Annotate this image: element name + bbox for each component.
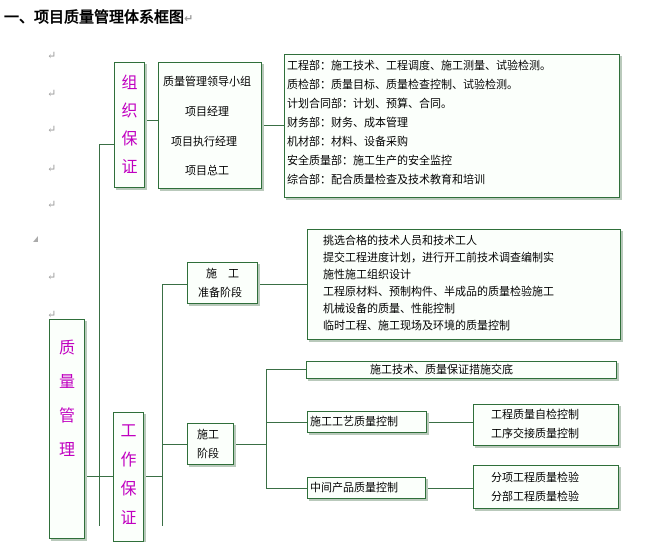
paragraph-mark: ↵	[47, 49, 57, 62]
preparation-items-box	[307, 229, 621, 340]
prep-item: 机械设备的质量、性能控制	[323, 302, 455, 315]
connector-line	[162, 284, 163, 526]
org-char: 组	[121, 73, 138, 92]
leadership-line: 质量管理领导小组	[163, 75, 251, 88]
connector-line	[144, 476, 162, 477]
prep-item: 挑选合格的技术人员和技术工人	[323, 234, 477, 247]
department-item: 财务部：财务、成本管理	[287, 116, 408, 129]
connector-line	[258, 284, 307, 285]
process-items-box: 工程质量自检控制 工序交接质量控制	[473, 404, 619, 446]
process-item: 工程质量自检控制	[491, 408, 579, 421]
process-control-box: 施工工艺质量控制	[307, 411, 427, 433]
connector-line	[145, 120, 158, 121]
paragraph-mark: ↵	[47, 162, 57, 175]
paragraph-mark: ↵	[47, 123, 57, 136]
connector-line	[99, 144, 115, 145]
prep-item: 工程原材料、预制构件、半成品的质量检验施工	[323, 285, 554, 298]
construction-stage-box: 施工 阶段	[187, 423, 234, 465]
work-char: 保	[120, 479, 137, 498]
org-char: 证	[121, 157, 138, 176]
org-char: 织	[121, 101, 138, 120]
prep-item: 提交工程进度计划，进行开工前技术调查编制实	[323, 251, 554, 264]
department-item: 安全质量部：施工生产的安全监控	[287, 154, 452, 167]
main-char: 质	[58, 338, 75, 357]
intermediate-items-box: 分项工程质量检验 分部工程质量检验	[473, 465, 619, 509]
department-item: 工程部：施工技术、工程调度、施工测量、试验检测。	[287, 59, 551, 72]
paragraph-mark: ↵	[47, 87, 57, 100]
connector-line	[266, 369, 267, 489]
quality-management-box: 质 量 管 理	[49, 319, 85, 539]
connector-line	[426, 488, 473, 489]
connector-line	[266, 369, 306, 370]
collapse-triangle-icon	[33, 236, 38, 242]
department-item: 计划合同部：计划、预算、合同。	[287, 97, 452, 110]
paragraph-mark: ↵	[47, 270, 57, 283]
department-item: 综合部：配合质量检查及技术教育和培训	[287, 173, 485, 186]
preparation-stage-box: 施 工 准备阶段	[187, 262, 258, 304]
leadership-line: 项目经理	[185, 105, 229, 118]
page-title: 一、项目质量管理体系框图↵	[4, 8, 194, 26]
connector-line	[162, 444, 187, 445]
tech-disclosure-box: 施工技术、质量保证措施交底	[306, 361, 617, 379]
intermediate-item: 分部工程质量检验	[491, 490, 579, 503]
process-item: 工序交接质量控制	[491, 427, 579, 440]
prep-item: 施性施工组织设计	[323, 268, 411, 281]
connector-line	[262, 125, 286, 126]
department-item: 机材部：材料、设备采购	[287, 135, 408, 148]
connector-line	[234, 444, 266, 445]
intermediate-item: 分项工程质量检验	[491, 471, 579, 484]
work-char: 作	[120, 450, 137, 469]
leadership-line: 项目总工	[185, 164, 229, 177]
organization-guarantee-box: 组 织 保 证	[114, 62, 145, 188]
paragraph-mark: ↵	[47, 308, 57, 321]
department-item: 质检部：质量目标、质量检查控制、试验检测。	[287, 78, 518, 91]
work-guarantee-box: 工 作 保 证	[113, 412, 144, 542]
main-char: 理	[58, 440, 75, 459]
connector-line	[162, 284, 187, 285]
work-char: 工	[120, 421, 137, 440]
connector-line	[84, 476, 99, 477]
main-char: 量	[58, 372, 75, 391]
connector-line	[266, 488, 307, 489]
intermediate-control-box: 中间产品质量控制	[307, 477, 426, 499]
leadership-group-box: 质量管理领导小组 项目经理 项目执行经理 项目总工	[158, 62, 262, 189]
connector-line	[99, 476, 113, 477]
paragraph-mark: ↵	[47, 198, 57, 211]
departments-box	[284, 54, 620, 198]
connector-line	[266, 422, 307, 423]
main-char: 管	[58, 406, 75, 425]
connector-line	[99, 144, 100, 526]
work-char: 证	[120, 508, 137, 527]
leadership-line: 项目执行经理	[171, 135, 237, 148]
org-char: 保	[121, 129, 138, 148]
connector-line	[427, 422, 473, 423]
prep-item: 临时工程、施工现场及环境的质量控制	[323, 319, 510, 332]
